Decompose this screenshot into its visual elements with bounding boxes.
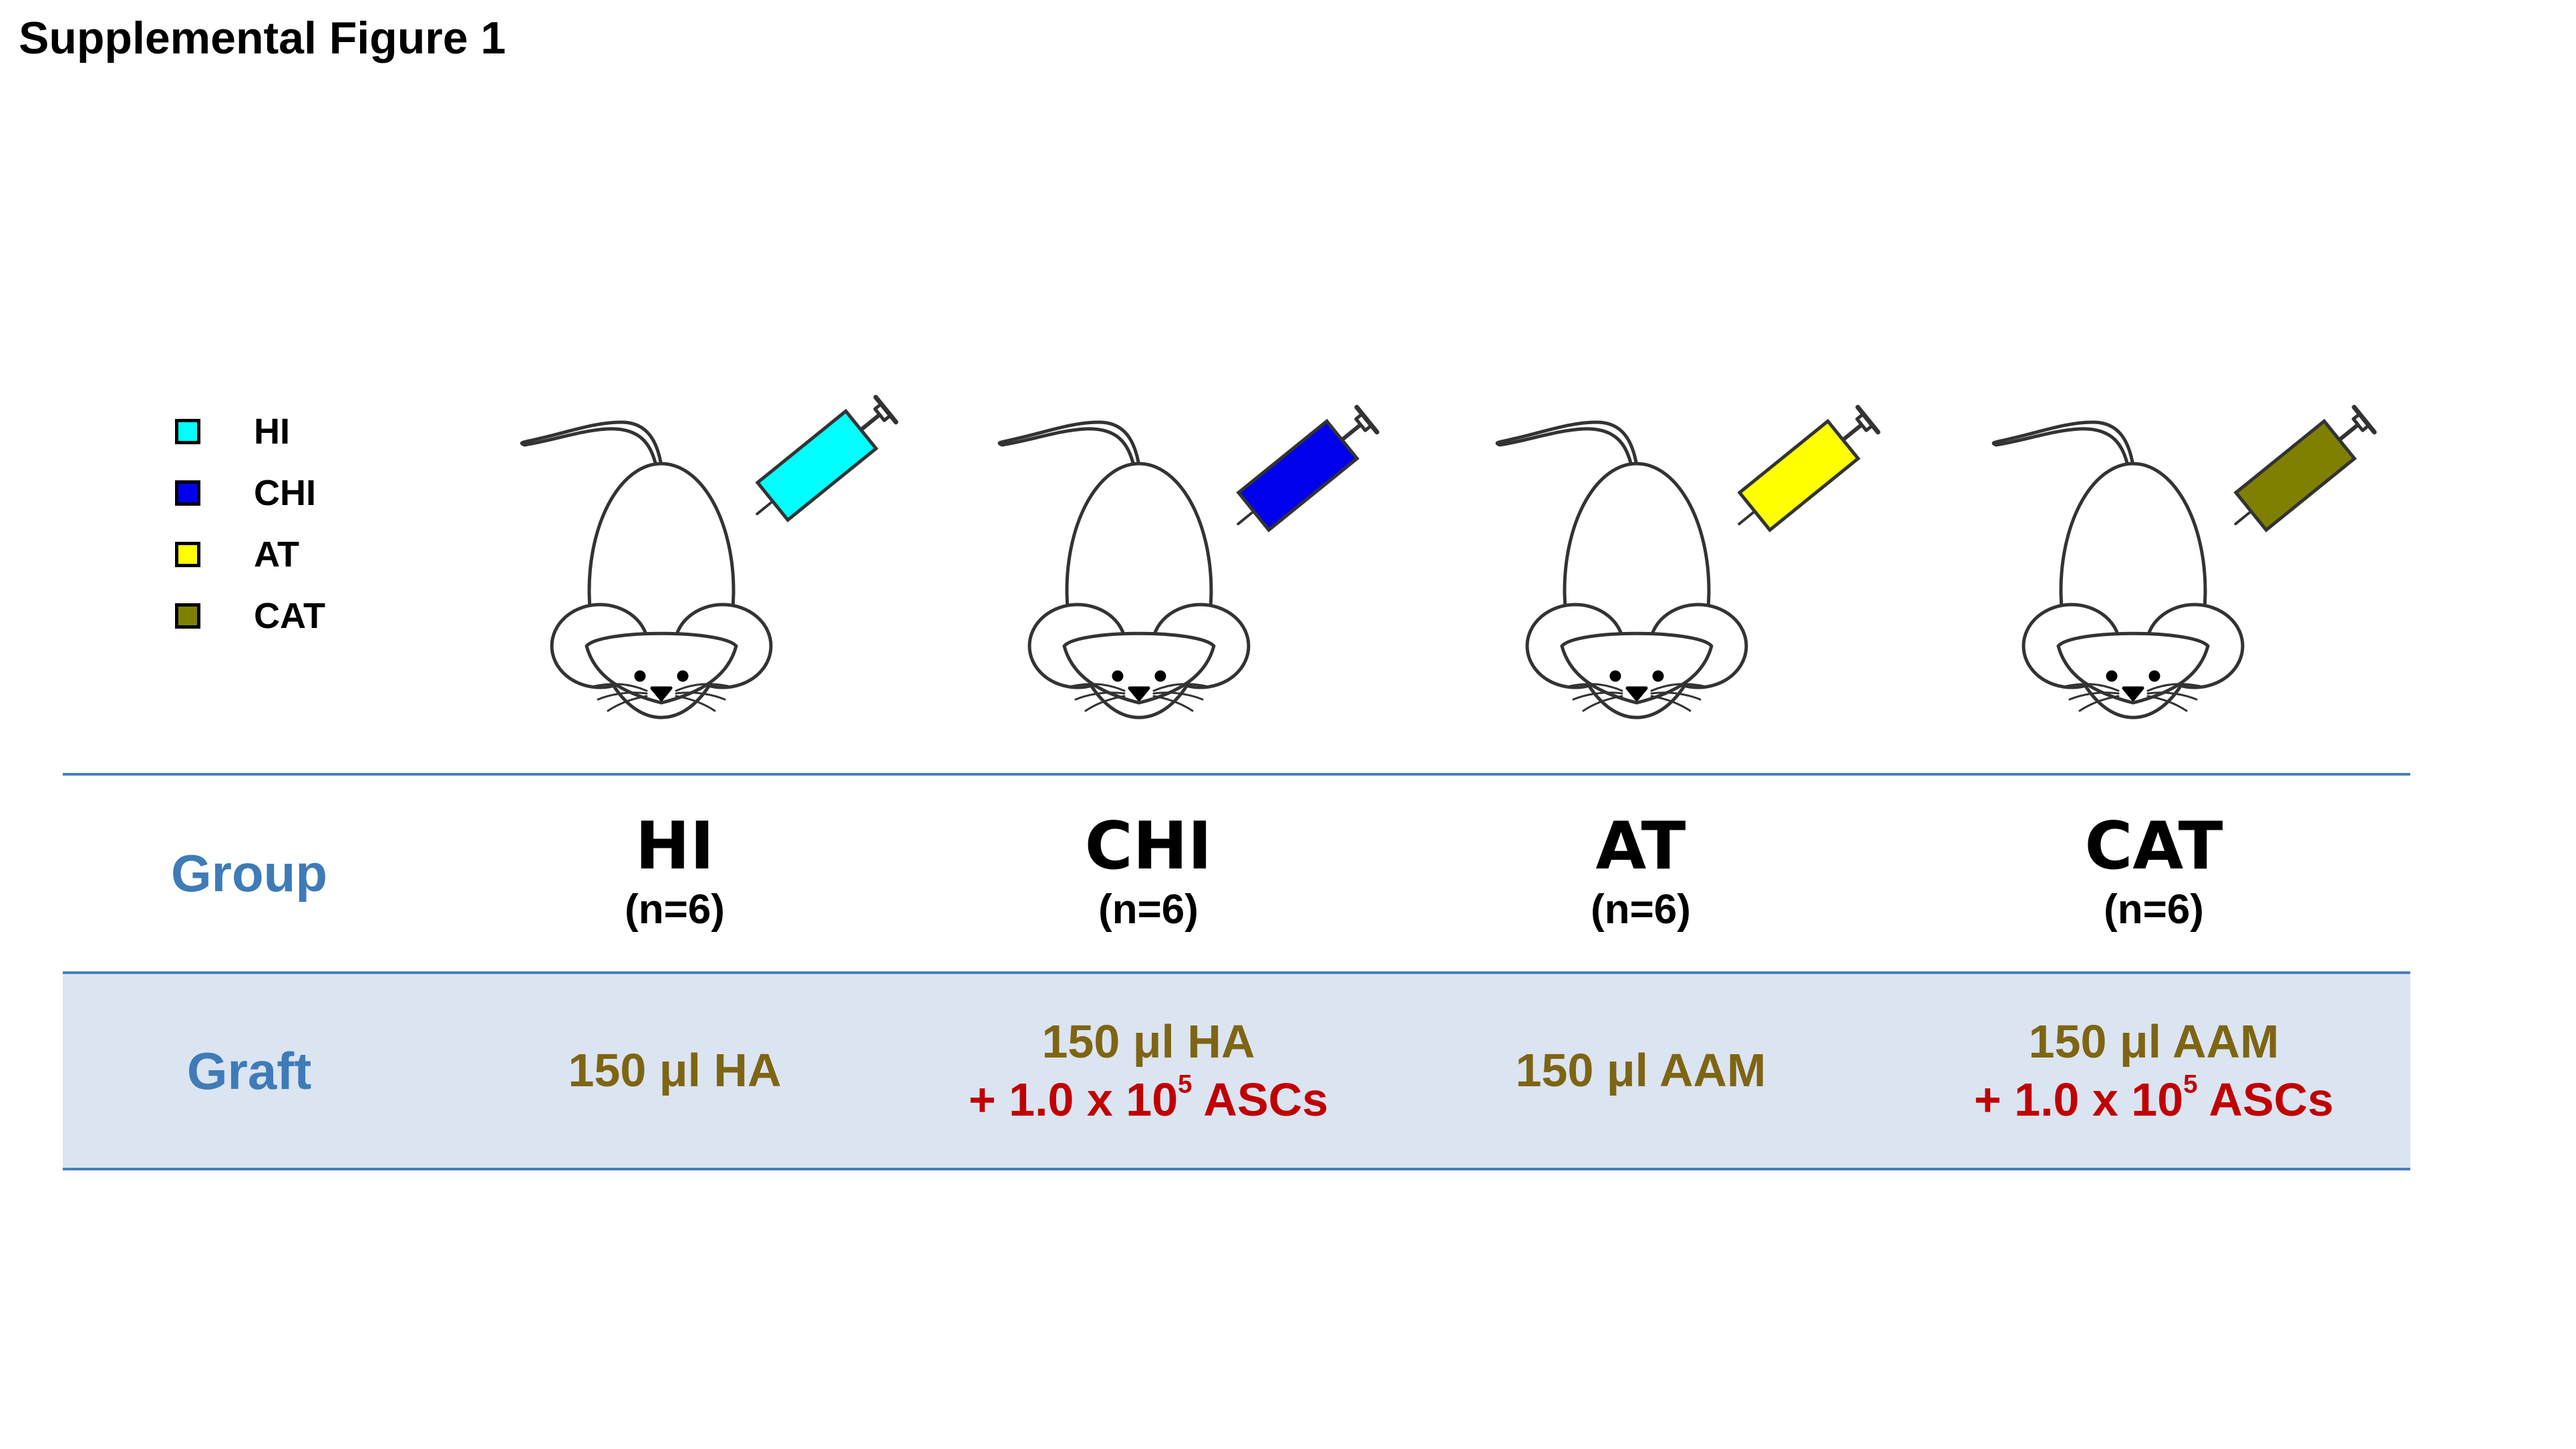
mouse-hi [522, 422, 771, 717]
graft-cells: + 1.0 x 105 ASCs [1974, 1071, 2333, 1130]
graft-cells: + 1.0 x 105 ASCs [969, 1071, 1328, 1130]
syringe-hi-icon [742, 391, 901, 532]
group-cell-hi: HI (n=6) [625, 814, 725, 933]
syringe-at-icon [1724, 401, 1883, 542]
legend-label-at: AT [254, 534, 299, 575]
legend-label-hi: HI [254, 412, 290, 452]
legend-swatch-cat [175, 603, 200, 629]
group-name: CAT [2084, 808, 2223, 884]
group-row-header: Group [171, 844, 327, 903]
graft-volume: 150 μl AAM [1515, 1044, 1766, 1097]
mouse-illustrations [0, 0, 2576, 768]
group-cell-chi: CHI (n=6) [1085, 814, 1212, 933]
graft-volume: 150 μl AAM [2028, 1015, 2279, 1068]
legend-swatch-hi [175, 419, 200, 444]
graft-cells-suffix: ASCs [2197, 1074, 2334, 1126]
table-top-rule [63, 773, 2410, 776]
graft-cell-hi: 150 μl HA [568, 1041, 781, 1100]
graft-cells-suffix: ASCs [1192, 1074, 1329, 1126]
group-n: (n=6) [1098, 887, 1198, 933]
graft-cell-chi: 150 μl HA + 1.0 x 105 ASCs [969, 1013, 1328, 1130]
syringe-cat-icon [2221, 401, 2380, 542]
legend-item-at: AT [175, 524, 325, 585]
group-n: (n=6) [1591, 887, 1691, 933]
graft-cells-exponent: 5 [2183, 1070, 2198, 1099]
graft-cell-cat: 150 μl AAM + 1.0 x 105 ASCs [1974, 1013, 2333, 1130]
graft-cell-at: 150 μl AAM [1516, 1041, 1766, 1100]
legend-item-cat: CAT [175, 585, 325, 647]
group-n: (n=6) [2104, 887, 2204, 933]
graft-cells-prefix: + 1.0 x 10 [1973, 1074, 2184, 1126]
group-cell-at: AT (n=6) [1591, 814, 1691, 933]
mouse-cat [1993, 422, 2243, 717]
group-row: Group HI (n=6) CHI (n=6) AT (n=6) CAT (n… [63, 776, 2410, 971]
table-middle-rule [63, 971, 2410, 974]
mouse-at [1497, 422, 1746, 717]
legend: HI CHI AT CAT [175, 401, 325, 647]
graft-volume: 150 μl HA [1041, 1015, 1255, 1068]
mouse-chi [999, 422, 1249, 717]
legend-label-cat: CAT [254, 596, 325, 636]
legend-label-chi: CHI [254, 473, 316, 513]
group-name: HI [635, 808, 715, 884]
graft-volume: 150 μl HA [568, 1044, 782, 1097]
legend-item-hi: HI [175, 401, 325, 462]
legend-item-chi: CHI [175, 462, 325, 524]
group-table: Group HI (n=6) CHI (n=6) AT (n=6) CAT (n… [63, 773, 2410, 1170]
group-cell-cat: CAT (n=6) [2084, 814, 2223, 933]
table-bottom-rule [63, 1168, 2410, 1170]
legend-swatch-at [175, 542, 200, 567]
group-n: (n=6) [625, 887, 725, 933]
syringe-chi-icon [1223, 401, 1382, 542]
graft-row-header: Graft [186, 1041, 312, 1100]
graft-row: Graft 150 μl HA 150 μl HA + 1.0 x 105 AS… [63, 974, 2410, 1168]
group-name: AT [1595, 808, 1686, 884]
group-name: CHI [1084, 808, 1213, 884]
graft-cells-exponent: 5 [1178, 1070, 1192, 1099]
legend-swatch-chi [175, 480, 200, 506]
graft-cells-prefix: + 1.0 x 10 [968, 1074, 1178, 1126]
figure-title: Supplemental Figure 1 [19, 13, 506, 63]
